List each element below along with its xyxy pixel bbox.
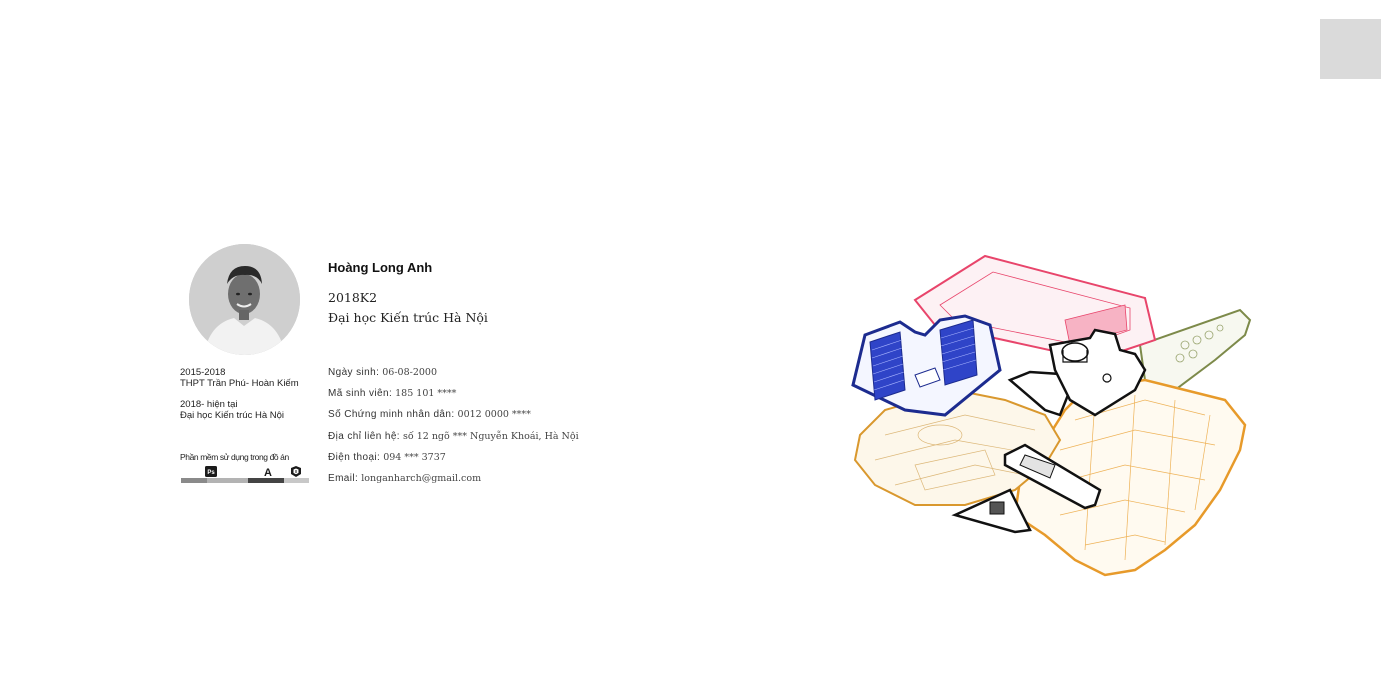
info-value: 185 101 **** — [395, 388, 457, 399]
info-value: 06-08-2000 — [382, 367, 438, 378]
education-school: THPT Trần Phú- Hoàn Kiếm — [180, 378, 299, 389]
bar-segment — [207, 478, 248, 483]
info-student-id: Mã sinh viên:185 101 **** — [328, 388, 456, 399]
info-national-id: Số Chứng minh nhân dân:0012 0000 **** — [328, 409, 531, 420]
profile-class-code: 2018K2 — [328, 290, 378, 305]
bar-segment — [284, 478, 309, 483]
profile-school: Đại học Kiến trúc Hà Nội — [328, 310, 488, 325]
software-title: Phần mềm sử dụng trong đồ án — [180, 452, 289, 462]
photoshop-label: Ps — [207, 470, 215, 476]
tower-right — [939, 319, 978, 386]
bar-segment — [181, 478, 207, 483]
site-axonometric-illustration — [845, 250, 1260, 585]
photoshop-icon: Ps — [205, 464, 217, 482]
info-phone: Điện thoại:094 *** 3737 — [328, 452, 446, 463]
info-label: Địa chỉ liên hệ: — [328, 431, 400, 442]
info-birthdate: Ngày sinh:06-08-2000 — [328, 367, 437, 378]
info-label: Mã sinh viên: — [328, 388, 393, 399]
park-zone — [1138, 308, 1252, 392]
education-item: 2018- hiện tại Đại học Kiến trúc Hà Nội — [180, 399, 284, 421]
corner-box — [1320, 19, 1381, 79]
avatar — [189, 244, 300, 355]
info-label: Số Chứng minh nhân dân: — [328, 409, 455, 420]
sketchup-icon — [290, 464, 302, 482]
tower-left — [869, 331, 906, 401]
profile-name: Hoàng Long Anh — [328, 260, 433, 275]
bar-segment — [248, 478, 284, 483]
info-value: 094 *** 3737 — [383, 452, 446, 463]
info-label: Ngày sinh: — [328, 367, 380, 378]
info-value: số 12 ngõ *** Nguyễn Khoái, Hà Nội — [403, 431, 579, 442]
autocad-icon: A — [262, 464, 274, 482]
software-proficiency-bar — [181, 478, 309, 483]
email-link[interactable]: longanharch@gmail.com — [361, 473, 482, 484]
info-label: Email: — [328, 473, 359, 484]
education-item: 2015-2018 THPT Trần Phú- Hoàn Kiếm — [180, 367, 299, 389]
education-years: 2015-2018 — [180, 367, 226, 378]
info-email[interactable]: Email:longanharch@gmail.com — [328, 473, 481, 484]
autocad-label: A — [264, 467, 272, 477]
info-address: Địa chỉ liên hệ:số 12 ngõ *** Nguyễn Kho… — [328, 431, 579, 442]
education-years: 2018- hiện tại — [180, 399, 238, 410]
info-value: 0012 0000 **** — [457, 409, 531, 420]
info-label: Điện thoại: — [328, 452, 381, 463]
education-school: Đại học Kiến trúc Hà Nội — [180, 410, 285, 421]
